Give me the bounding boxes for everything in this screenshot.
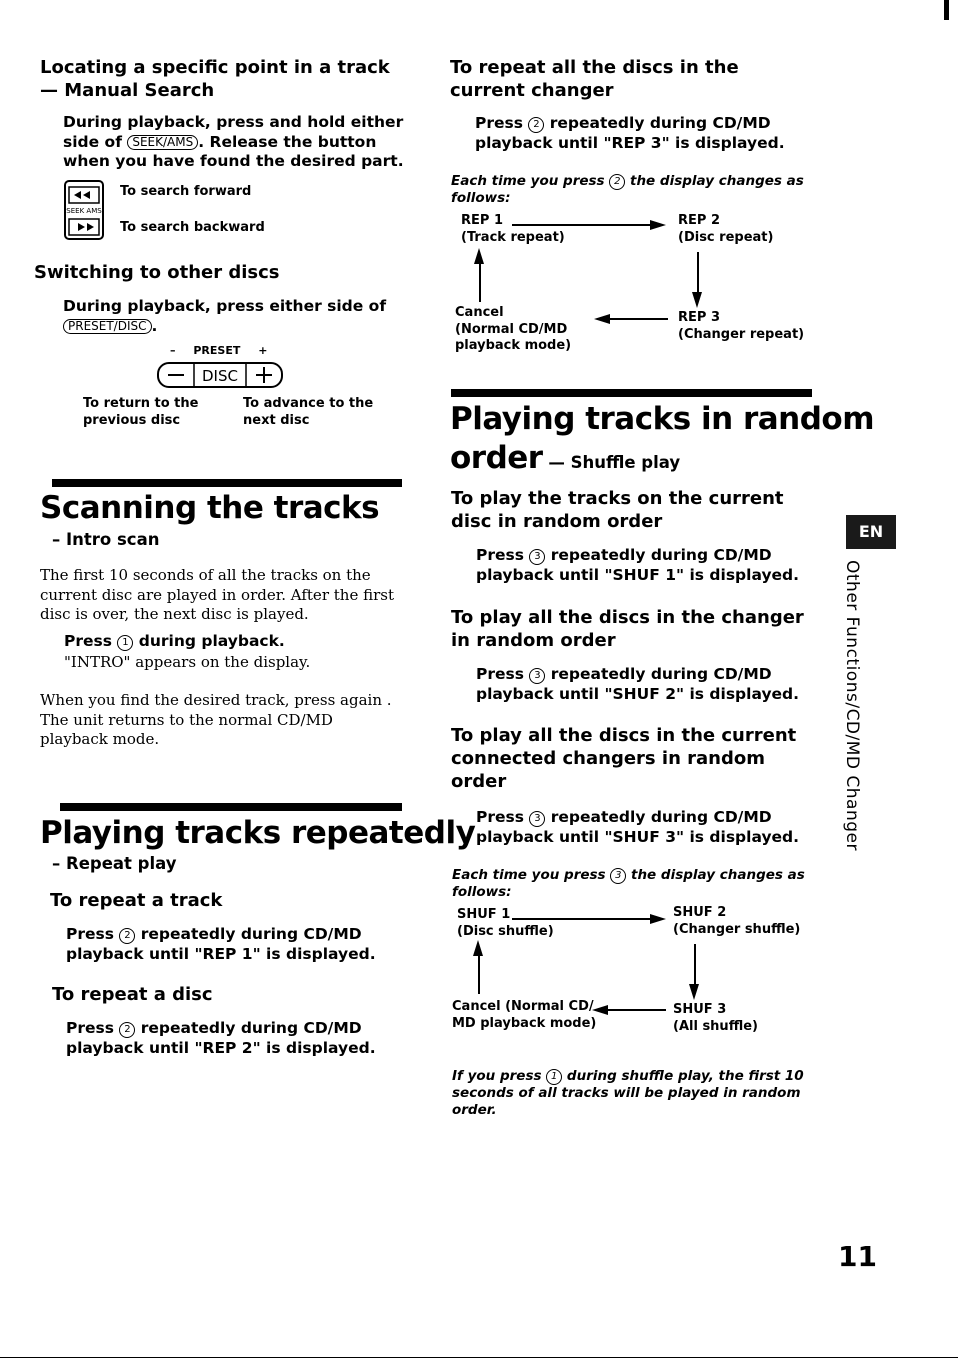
page-number: 11 (838, 1240, 877, 1273)
arrow-down (697, 252, 699, 294)
manual-search-body: During playback, press and hold either s… (63, 113, 404, 170)
section-rule (52, 479, 402, 487)
arrow-up (478, 954, 480, 994)
arrow-right-head (650, 220, 666, 230)
button-3-icon: 3 (529, 811, 546, 827)
section-vertical-label: Other Functions/CD/MD Changer (842, 560, 862, 851)
arrow-left (606, 1009, 666, 1011)
button-2-icon: 2 (119, 1022, 136, 1038)
repeat-title: Playing tracks repeatedly (40, 815, 476, 851)
shuffle-connected-title: To play all the discs in the current con… (451, 725, 797, 792)
section-rule (451, 389, 812, 397)
svg-text:DISC: DISC (202, 367, 238, 385)
shuffle-intro-note: If you press 1 during shuffle play, the … (452, 1068, 804, 1118)
bottom-edge-line (0, 1357, 958, 1358)
button-3-icon: 3 (529, 668, 546, 684)
manual-search-title: Locating a specific point in a track — M… (40, 57, 390, 101)
shuffle-connected-body: Press 3 repeatedly during CD/MD playback… (476, 808, 800, 846)
button-1-icon: 1 (117, 635, 134, 651)
svg-text:SEEK AMS: SEEK AMS (66, 207, 102, 215)
rep1-label: REP 1 (Track repeat) (461, 213, 565, 245)
scan-paragraph: The first 10 seconds of all the tracks o… (40, 566, 394, 623)
seek-ams-icon: SEEK AMS (64, 180, 104, 240)
shuf1-label: SHUF 1 (Disc shuffle) (457, 907, 554, 939)
rep3-label: REP 3 (Changer repeat) (678, 310, 805, 342)
search-backward-label: To search backward (120, 220, 265, 235)
shuffle-changer-body: Press 3 repeatedly during CD/MD playback… (476, 665, 800, 703)
button-3-icon: 3 (529, 549, 546, 565)
arrow-up-head (473, 940, 483, 956)
return-previous-label: To return to the previous disc (83, 396, 199, 428)
arrow-right (512, 224, 652, 226)
scan-press-instruction: Press 1 during playback. (64, 632, 285, 651)
repeat-each-time-note: Each time you press 2 the display change… (451, 173, 804, 206)
arrow-left-head (592, 1005, 608, 1015)
rep2-label: REP 2 (Disc repeat) (678, 213, 774, 245)
scanning-title: Scanning the tracks (40, 490, 380, 526)
arrow-right (512, 918, 652, 920)
preset-disc-button-label: PRESET/DISC (63, 318, 152, 334)
repeat-play-subtitle: – Repeat play (52, 854, 177, 873)
shuf3-label: SHUF 3 (All shuffle) (673, 1002, 758, 1034)
button-2-icon: 2 (119, 928, 136, 944)
language-tab: EN (846, 515, 896, 549)
button-3-icon: 3 (610, 868, 627, 884)
repeat-track-title: To repeat a track (50, 890, 223, 911)
switching-discs-body: During playback, press either side of PR… (63, 297, 387, 335)
scan-intro-display: "INTRO" appears on the display. (64, 653, 311, 671)
seek-ams-button-label: SEEK/AMS (127, 134, 199, 150)
button-2-icon: 2 (609, 174, 626, 190)
arrow-up-head (474, 248, 484, 264)
disc-button-icon: DISC (157, 362, 283, 388)
random-title-line2: order — Shuffle play (450, 440, 681, 476)
cancel-shuffle-label: Cancel (Normal CD/ MD playback mode) (452, 999, 597, 1031)
switching-discs-title: Switching to other discs (34, 262, 280, 283)
repeat-all-body: Press 2 repeatedly during CD/MD playback… (475, 114, 785, 152)
repeat-disc-body: Press 2 repeatedly during CD/MD playback… (66, 1019, 376, 1057)
button-1-icon: 1 (546, 1069, 563, 1085)
button-2-icon: 2 (528, 117, 545, 133)
preset-label-row: – PRESET + (170, 344, 268, 357)
repeat-track-body: Press 2 repeatedly during CD/MD playback… (66, 925, 376, 963)
shuffle-changer-title: To play all the discs in the changer in … (451, 607, 804, 651)
shuf2-label: SHUF 2 (Changer shuffle) (673, 905, 801, 937)
arrow-down-head (689, 984, 699, 1000)
advance-next-label: To advance to the next disc (243, 396, 374, 428)
arrow-down (694, 944, 696, 986)
section-rule (60, 803, 402, 811)
cancel-label: Cancel (Normal CD/MD playback mode) (455, 305, 572, 353)
intro-scan-subtitle: – Intro scan (52, 530, 160, 549)
shuffle-current-title: To play the tracks on the current disc i… (451, 488, 784, 532)
arrow-left-head (594, 314, 610, 324)
arrow-left (608, 318, 668, 320)
edge-mark (944, 0, 949, 20)
repeat-disc-title: To repeat a disc (52, 984, 213, 1005)
shuffle-each-time-note: Each time you press 3 the display change… (452, 867, 805, 900)
random-title-line1: Playing tracks in random (450, 401, 875, 437)
arrow-right-head (650, 914, 666, 924)
arrow-up (479, 262, 481, 302)
repeat-all-title: To repeat all the discs in the current c… (450, 57, 739, 101)
shuffle-current-body: Press 3 repeatedly during CD/MD playback… (476, 546, 800, 584)
search-forward-label: To search forward (120, 184, 252, 199)
scan-return-paragraph: When you find the desired track, press a… (40, 691, 392, 748)
arrow-down-head (692, 292, 702, 308)
